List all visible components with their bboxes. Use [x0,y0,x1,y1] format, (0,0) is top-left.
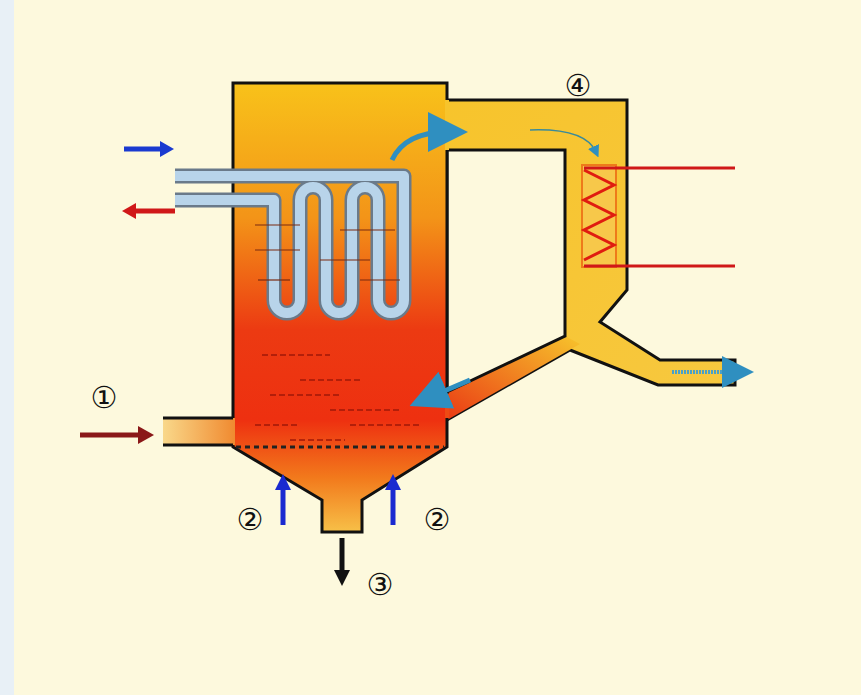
bed-mark [255,424,300,426]
bed-mark [270,394,340,396]
steam-out-arrow [136,209,175,214]
distributor-plate [236,446,444,449]
exchanger-coil [584,170,614,260]
feed-pipe [163,418,235,445]
air-arrowhead [275,474,291,490]
tube-fins [320,259,370,260]
air-arrow [281,488,286,525]
ash-out-arrowhead [334,570,350,586]
tube-bundle [175,176,404,313]
ash-out-arrow [340,538,345,572]
flue-gas-out-arrow [672,370,738,374]
left-edge-band [0,0,14,695]
steam-out-arrowhead [122,203,136,219]
solids-return-arrow [428,380,470,398]
tube-fins [360,279,400,280]
fuel-feed-arrowhead [138,426,154,444]
duct-inner-opening [447,150,565,392]
tube-bundle-outline [175,176,404,313]
callout-number: ① [91,383,118,413]
water-in-arrowhead [160,141,174,157]
tube-fins [255,225,400,280]
air-arrowhead [385,474,401,490]
callout-number: ④ [565,71,592,101]
bed-mark [262,354,330,356]
feed-pipe-wall [163,444,233,447]
furnace-outlet-gap [445,100,449,150]
callout-number: ② [424,505,451,535]
return-inlet-gap [445,394,449,418]
convective-exchanger [582,165,616,267]
tube-fins [255,224,300,225]
bed-mark [330,409,400,411]
tube-fins [340,229,395,230]
bed-mark [350,424,420,426]
tube-fins [255,249,300,250]
feed-pipe-wall [163,417,233,420]
bed-mark [290,439,345,441]
bed-marks [255,355,420,440]
gas-flow-arrow [530,130,596,152]
gas-flow-arrow [392,132,448,160]
callout-number: ③ [367,570,394,600]
fuel-feed-arrow [80,433,138,438]
exchanger-pipe [584,265,735,268]
tube-fins [258,279,290,280]
callout-number: ② [237,505,264,535]
air-arrow [391,488,396,525]
water-in-arrow [124,147,160,152]
bed-mark [300,379,360,381]
exchanger-pipe [584,167,735,170]
